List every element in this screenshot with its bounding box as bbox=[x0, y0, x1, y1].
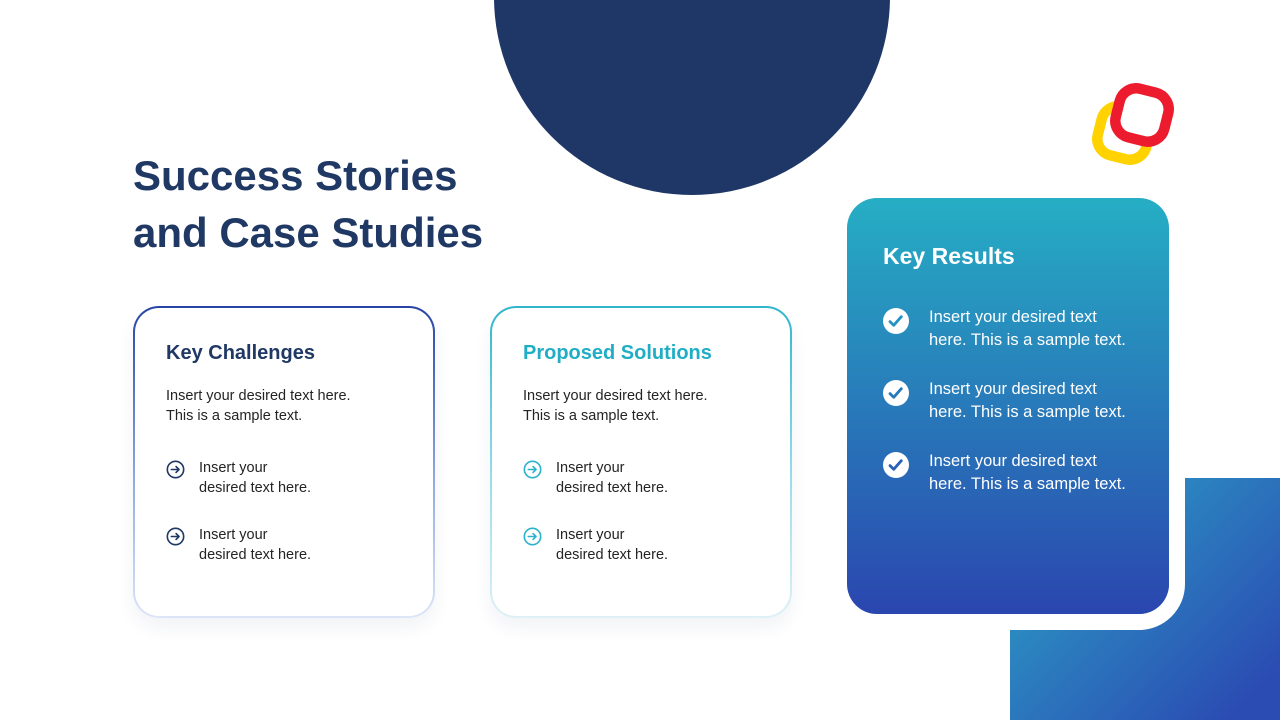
check-circle-icon bbox=[883, 308, 909, 334]
card-bullet-list: Insert your desired text here. Insert yo… bbox=[166, 459, 405, 565]
arrow-circle-icon bbox=[523, 460, 542, 479]
arrow-circle-icon bbox=[166, 527, 185, 546]
result-text: Insert your desired text here. This is a… bbox=[929, 380, 1126, 421]
slide-title: Success Stories and Case Studies bbox=[133, 147, 483, 261]
title-line-2: and Case Studies bbox=[133, 209, 484, 256]
key-results-panel: Key Results Insert your desired text her… bbox=[847, 198, 1169, 614]
logo-mark-icon bbox=[1092, 83, 1174, 165]
key-challenges-card: Key Challenges Insert your desired text … bbox=[133, 306, 435, 618]
result-text: Insert your desired text here. This is a… bbox=[929, 452, 1126, 493]
check-circle-icon bbox=[883, 380, 909, 406]
bullet-item: Insert your desired text here. bbox=[523, 459, 762, 498]
card-body-text: Insert your desired text here. This is a… bbox=[166, 388, 351, 424]
card-bullet-list: Insert your desired text here. Insert yo… bbox=[523, 459, 762, 565]
bullet-item: Insert your desired text here. bbox=[166, 526, 405, 565]
check-circle-icon bbox=[883, 452, 909, 478]
arrow-circle-icon bbox=[523, 527, 542, 546]
card-body-text: Insert your desired text here. This is a… bbox=[523, 388, 708, 424]
result-text: Insert your desired text here. This is a… bbox=[929, 308, 1126, 349]
result-item: Insert your desired text here. This is a… bbox=[883, 306, 1141, 352]
result-item: Insert your desired text here. This is a… bbox=[883, 378, 1141, 424]
bullet-item: Insert your desired text here. bbox=[523, 526, 762, 565]
panel-heading: Key Results bbox=[883, 243, 1015, 269]
half-circle-decoration bbox=[494, 0, 890, 195]
bullet-text: Insert your desired text here. bbox=[199, 527, 312, 563]
bullet-text: Insert your desired text here. bbox=[199, 460, 312, 496]
title-line-1: Success Stories bbox=[133, 152, 458, 199]
bullet-text: Insert your desired text here. bbox=[556, 527, 669, 563]
arrow-circle-icon bbox=[166, 460, 185, 479]
bullet-item: Insert your desired text here. bbox=[166, 459, 405, 498]
card-heading: Proposed Solutions bbox=[523, 342, 712, 364]
bullet-text: Insert your desired text here. bbox=[556, 460, 669, 496]
result-item: Insert your desired text here. This is a… bbox=[883, 450, 1141, 496]
card-heading: Key Challenges bbox=[166, 342, 315, 364]
proposed-solutions-card: Proposed Solutions Insert your desired t… bbox=[490, 306, 792, 618]
